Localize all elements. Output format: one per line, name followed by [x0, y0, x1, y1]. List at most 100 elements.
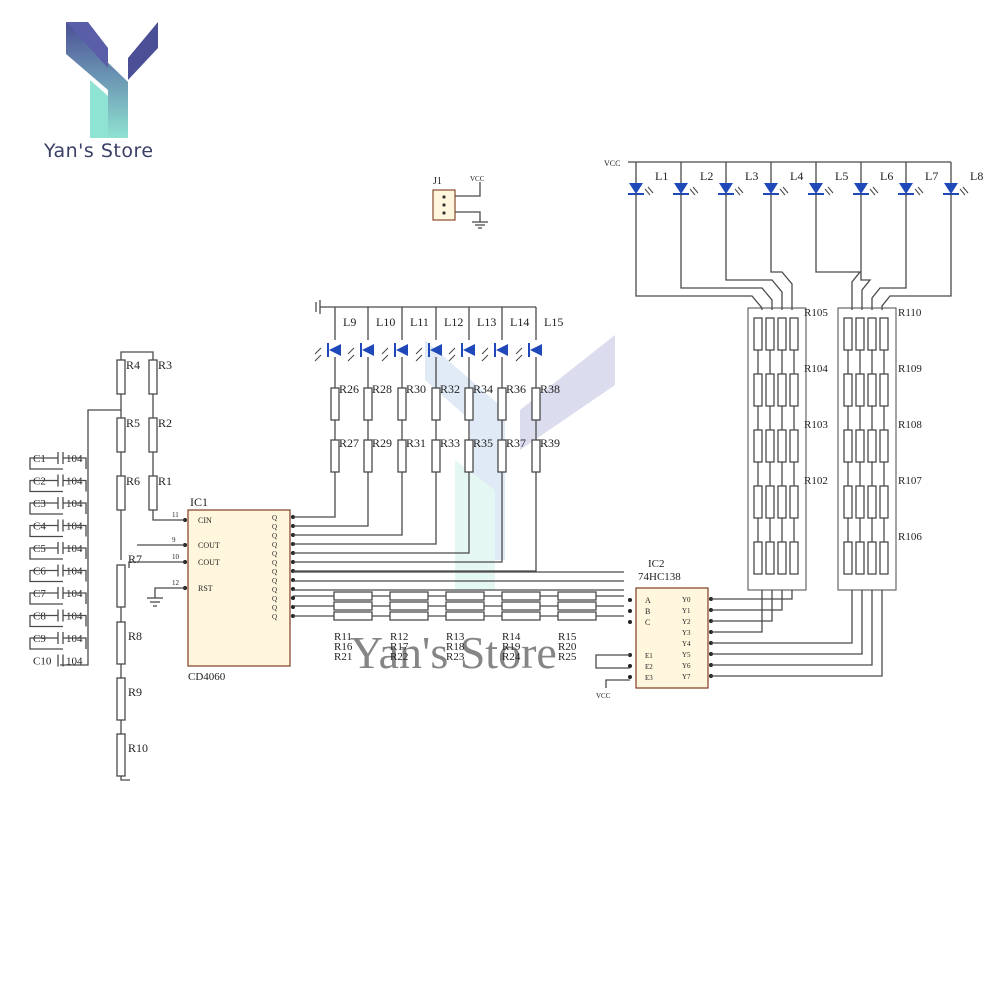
bank-resistor [843, 373, 853, 407]
wire [63, 547, 87, 559]
ic2-output-label: Y1 [682, 607, 691, 615]
led-arrow [782, 186, 789, 194]
bank-resistor [765, 541, 775, 575]
mid-resistor-bottom [531, 439, 541, 473]
led-arrow [481, 354, 489, 362]
ic1-pin-label: COUT [198, 558, 220, 567]
bank-resistor [777, 373, 787, 407]
link-resistor [389, 591, 429, 601]
bank-resistor [879, 373, 889, 407]
link-res-label: R14 [502, 631, 521, 643]
led-icon [898, 183, 924, 196]
cap-value: 104 [66, 611, 83, 623]
ic1-pin-label: COUT [198, 541, 220, 550]
chain-resistor [116, 564, 126, 608]
led-arrow [347, 347, 355, 355]
wire [29, 502, 63, 515]
cap-name: C7 [33, 588, 46, 600]
link-res-label: R17 [390, 641, 409, 653]
link-resistor [333, 601, 373, 611]
bank-resistor [855, 541, 865, 575]
led-body [764, 183, 778, 194]
ic1-q-label: Q [272, 559, 277, 567]
chain-res-label: R9 [128, 685, 142, 699]
wire [770, 194, 793, 310]
left-resistor [116, 417, 126, 453]
mid-res-top-label: R34 [473, 382, 493, 396]
bank-resistor [789, 373, 799, 407]
bank-resistor [765, 317, 775, 351]
wire [63, 614, 87, 627]
header-vcc-label: VCC [470, 175, 485, 183]
bank-resistor [777, 541, 787, 575]
cap-name: C2 [33, 476, 46, 488]
bank-resistor [843, 429, 853, 463]
led-arrow [381, 354, 389, 362]
ic1-pin-number: 10 [172, 553, 180, 561]
y-logo-icon [66, 22, 158, 138]
bank-label: R105 [804, 307, 828, 319]
mid-res-bottom-label: R39 [540, 436, 560, 450]
link-resistor [501, 601, 541, 611]
pin-dot [628, 620, 632, 624]
wire [711, 590, 853, 644]
led-arrow [448, 347, 456, 355]
led-icon [481, 343, 508, 362]
mid-resistor-top [497, 387, 507, 421]
led-body [944, 183, 958, 194]
ic2-output-label: Y3 [682, 629, 691, 637]
bank-resistor [753, 541, 763, 575]
cap-value: 104 [66, 566, 83, 578]
bank-resistor [855, 317, 865, 351]
wire [725, 194, 783, 310]
wire [605, 679, 630, 688]
led-icon [718, 183, 744, 196]
bank-resistor [879, 485, 889, 519]
cap-value: 104 [66, 521, 83, 533]
link-resistor [389, 601, 429, 611]
link-res-label: R12 [390, 631, 408, 643]
wire [128, 561, 185, 568]
wire [815, 194, 862, 310]
led-icon [673, 183, 699, 196]
bank-resistor [789, 485, 799, 519]
ic1-body [187, 509, 291, 667]
ic1-pin-label: CIN [198, 516, 212, 525]
link-resistor [445, 611, 485, 621]
top-led-label: L8 [970, 169, 983, 183]
led-icon [808, 183, 834, 196]
bank-resistor [843, 541, 853, 575]
ic2-enable-label: E1 [645, 652, 653, 660]
wire [293, 472, 403, 536]
watermark-text: Yan's Store [350, 627, 557, 678]
led-body [463, 344, 475, 356]
pin-dot [628, 675, 632, 679]
cap-name: C1 [33, 453, 46, 465]
ic2-vcc-label: VCC [596, 692, 611, 700]
led-body [629, 183, 643, 194]
bank-resistor [753, 373, 763, 407]
led-arrow [314, 347, 322, 355]
bank-resistor [789, 317, 799, 351]
wire [293, 472, 437, 545]
led-arrow [824, 188, 831, 196]
header-j1-label: J1 [433, 176, 442, 187]
ic2-ref: IC2 [648, 558, 665, 570]
pin-dot [628, 664, 632, 668]
left-res-label: R3 [158, 358, 172, 372]
cap-name: C6 [33, 566, 46, 578]
store-logo [28, 18, 188, 168]
cap-value: 104 [66, 476, 83, 488]
led-arrow [917, 186, 924, 194]
led-arrow [914, 188, 921, 196]
wire [635, 194, 763, 310]
bank-resistor [879, 541, 889, 575]
wire [860, 194, 872, 310]
bank-resistor [753, 429, 763, 463]
bank-resistor [855, 429, 865, 463]
mid-resistor-top [330, 387, 340, 421]
mid-res-bottom-label: R33 [440, 436, 460, 450]
led-arrow [644, 188, 651, 196]
wire [63, 457, 87, 469]
wire [595, 654, 630, 669]
